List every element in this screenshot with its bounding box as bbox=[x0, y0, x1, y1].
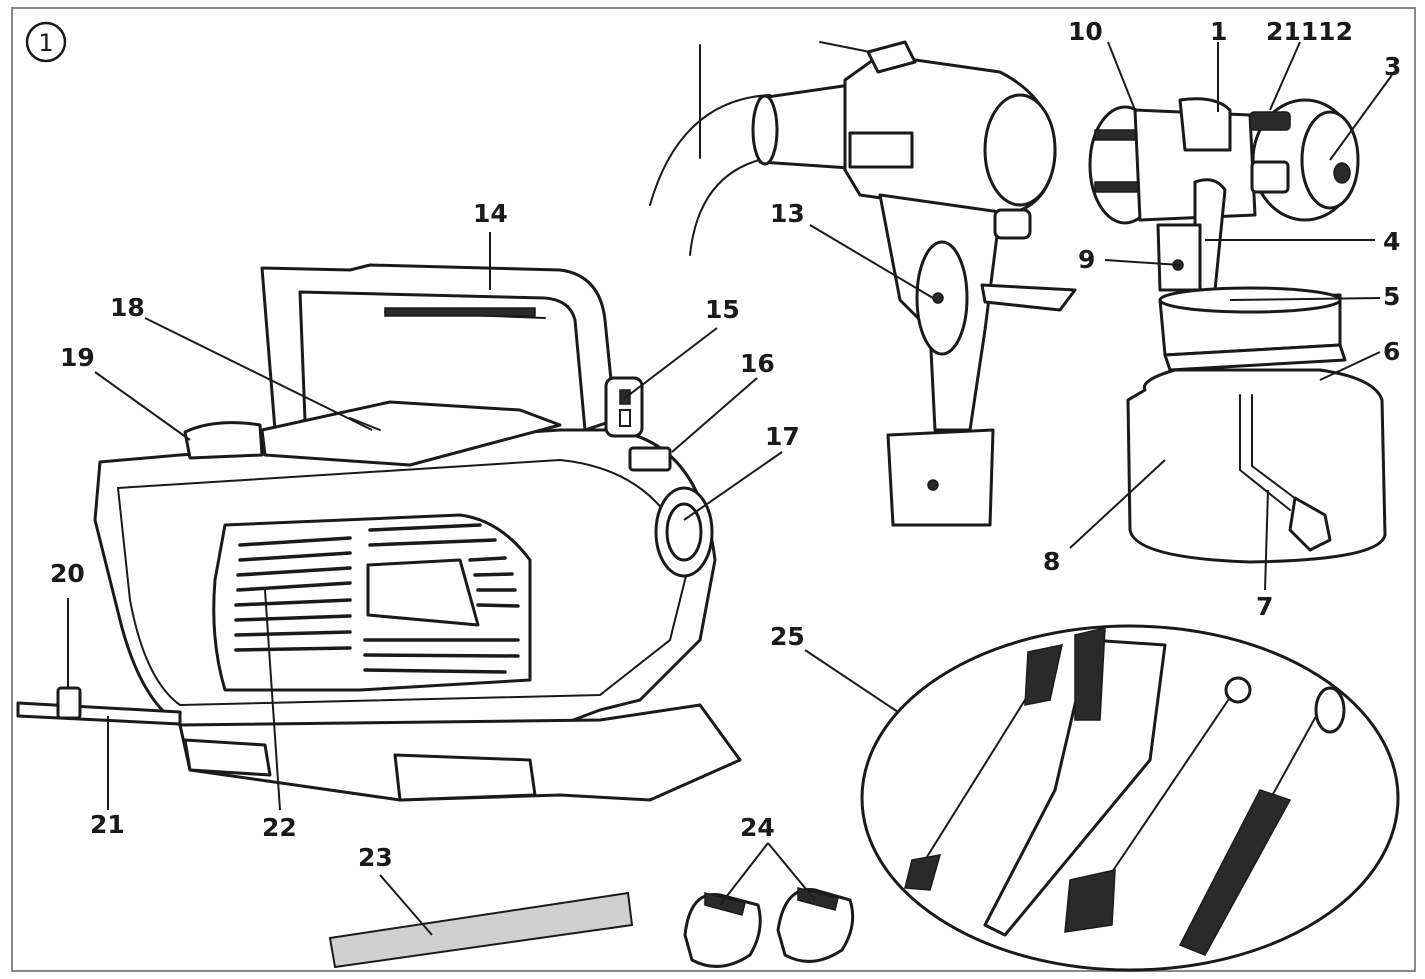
callout-1: 1 bbox=[1210, 17, 1227, 46]
callout-18: 18 bbox=[110, 293, 145, 322]
circled-one-icon bbox=[25, 21, 67, 63]
callout-22: 22 bbox=[262, 813, 297, 842]
spray-attachment bbox=[1088, 97, 1387, 564]
callout-7: 7 bbox=[1256, 592, 1273, 621]
filter-pad bbox=[328, 891, 634, 969]
callout-5: 5 bbox=[1383, 282, 1400, 311]
callout-9: 9 bbox=[1078, 245, 1095, 274]
callout-21: 21 bbox=[90, 810, 125, 839]
callout-4: 4 bbox=[1383, 227, 1400, 256]
brush-set bbox=[860, 624, 1400, 972]
figure-border bbox=[11, 7, 1416, 972]
handle-ribs bbox=[384, 307, 536, 317]
callout-17: 17 bbox=[765, 422, 800, 451]
callout-16: 16 bbox=[740, 349, 775, 378]
callout-25: 25 bbox=[770, 622, 805, 651]
callout-10: 10 bbox=[1068, 17, 1103, 46]
figure-number-badge: 1 bbox=[25, 21, 67, 63]
callout-13: 13 bbox=[770, 199, 805, 228]
callout-20: 20 bbox=[50, 559, 85, 588]
turbine-base-unit bbox=[16, 263, 742, 802]
callout-24: 24 bbox=[740, 813, 775, 842]
callout-15: 15 bbox=[705, 295, 740, 324]
callout-6: 6 bbox=[1383, 337, 1400, 366]
callout-14: 14 bbox=[473, 199, 508, 228]
air-filter-grille bbox=[234, 523, 520, 674]
figure-number: 1 bbox=[38, 29, 53, 57]
callout-21112: 21112 bbox=[1266, 17, 1353, 46]
callout-19: 19 bbox=[60, 343, 95, 372]
callout-3: 3 bbox=[1384, 52, 1401, 81]
leader-lines bbox=[67, 41, 1393, 936]
callout-23: 23 bbox=[358, 843, 393, 872]
callout-labels: 10 1 21112 3 4 9 5 6 8 7 13 14 18 19 15 … bbox=[50, 17, 1401, 872]
callout-8: 8 bbox=[1043, 547, 1060, 576]
spray-gun-handle bbox=[649, 40, 1077, 527]
filter-caps bbox=[683, 887, 855, 968]
